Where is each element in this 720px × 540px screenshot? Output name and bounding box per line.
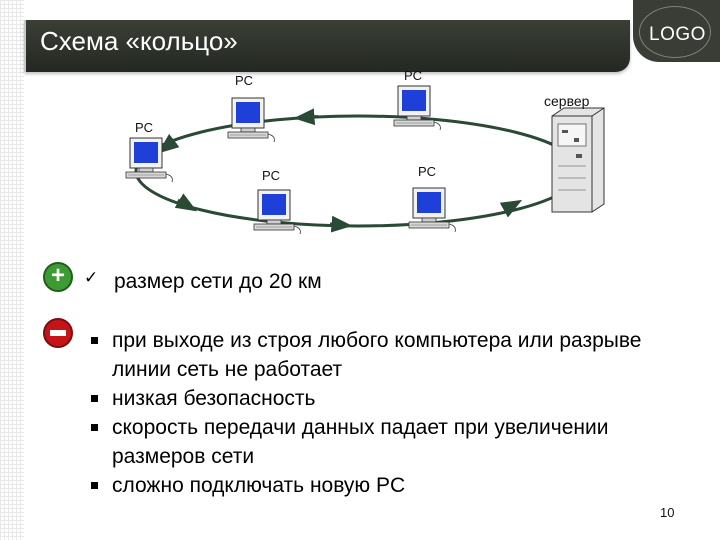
bullet-square-icon bbox=[91, 395, 98, 402]
pc-label: PC bbox=[404, 68, 422, 83]
bullet-square-icon bbox=[91, 424, 98, 431]
ring-link bbox=[136, 116, 580, 226]
minus-icon bbox=[43, 318, 73, 348]
pc-node bbox=[394, 86, 440, 130]
bullet-square-icon bbox=[91, 337, 98, 344]
pc-label: PC bbox=[418, 164, 436, 179]
con-item-text: при выходе из строя любого компьютера ил… bbox=[112, 329, 641, 381]
page-number: 10 bbox=[660, 505, 674, 520]
con-item-text: низкая безопасность bbox=[112, 387, 315, 410]
bullet-square-icon bbox=[91, 482, 98, 489]
pc-label: PC bbox=[235, 73, 253, 88]
con-item-text: скорость передачи данных падает при увел… bbox=[112, 416, 608, 468]
server-icon bbox=[552, 108, 604, 212]
con-item: низкая безопасность bbox=[90, 384, 700, 413]
pc-node bbox=[254, 190, 300, 234]
plus-icon: + bbox=[43, 262, 73, 292]
pro-item: размер сети до 20 км bbox=[114, 270, 322, 294]
con-item: при выходе из строя любого компьютера ил… bbox=[90, 326, 700, 384]
ring-network-diagram: PC PC PC PC PC сервер bbox=[0, 0, 720, 260]
ring-arrow bbox=[304, 117, 318, 118]
con-item: скорость передачи данных падает при увел… bbox=[90, 413, 700, 471]
pc-label: PC bbox=[135, 120, 153, 135]
server-label: сервер bbox=[544, 93, 590, 109]
con-item-text: сложно подключать новую PC bbox=[112, 474, 405, 497]
cons-list: при выходе из строя любого компьютера ил… bbox=[90, 326, 700, 500]
con-item: сложно подключать новую PC bbox=[90, 471, 700, 500]
pc-label: PC bbox=[262, 168, 280, 183]
check-icon: ✓ bbox=[84, 268, 98, 288]
ring-arrow bbox=[330, 224, 342, 225]
pc-node bbox=[409, 188, 455, 232]
